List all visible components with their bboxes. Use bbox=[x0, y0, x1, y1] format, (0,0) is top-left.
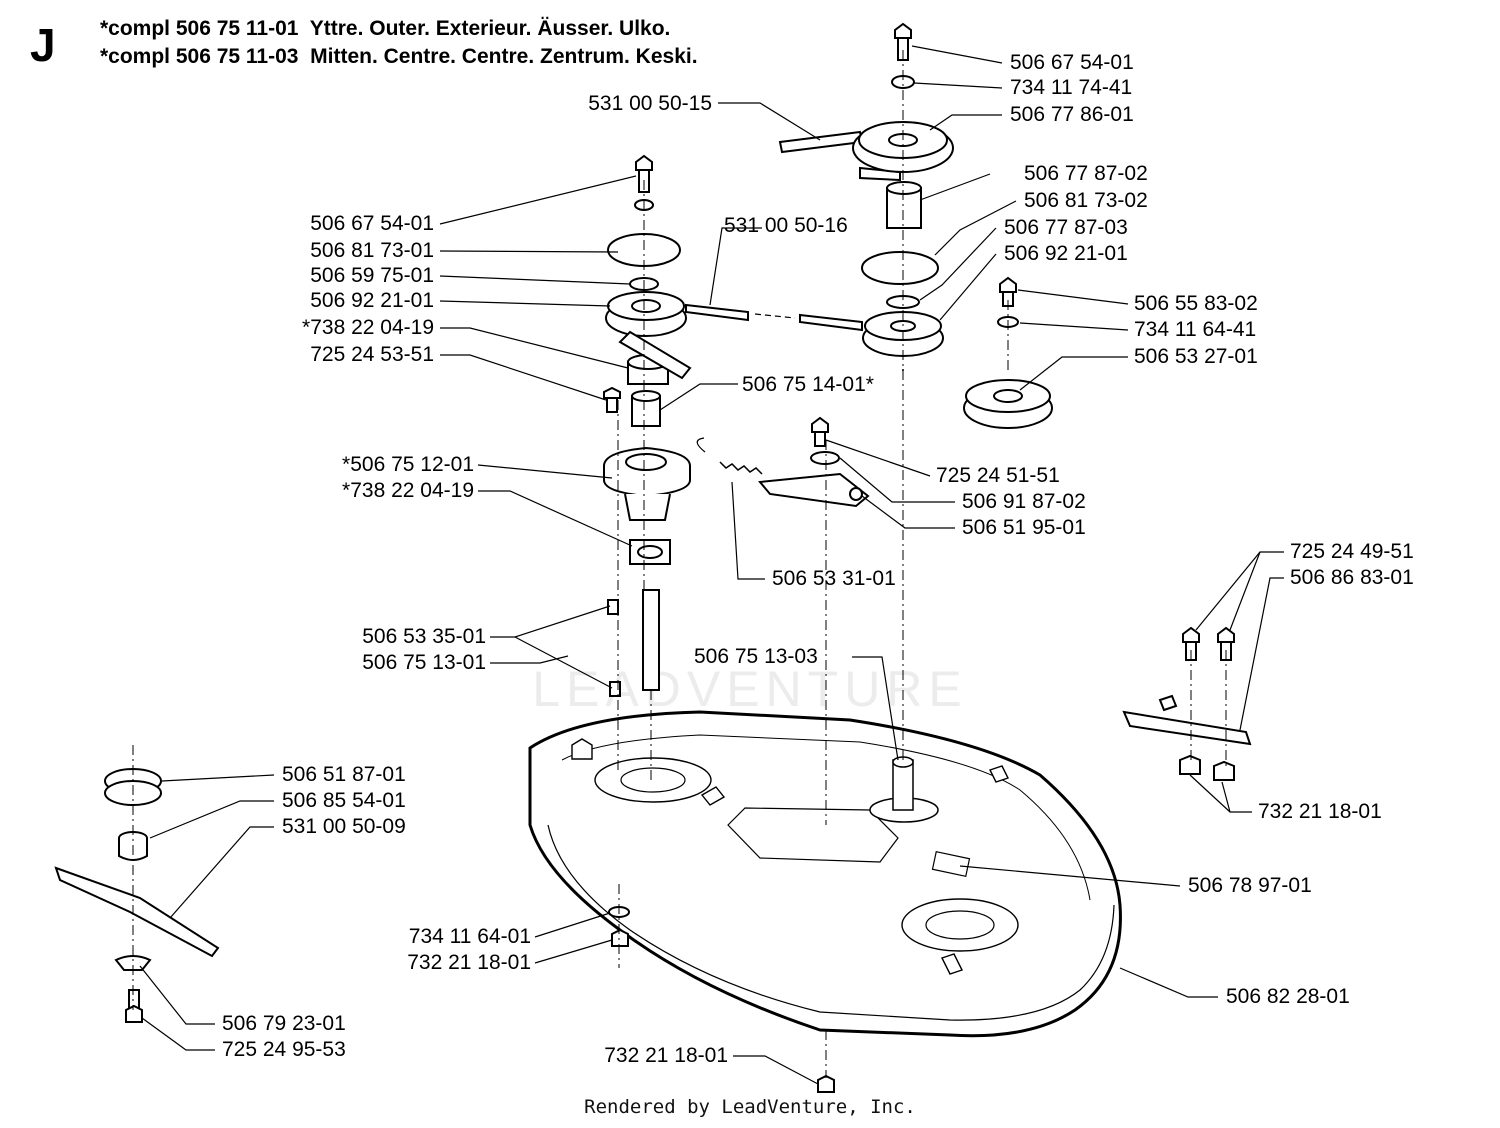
part-label[interactable]: 531 00 50-09 bbox=[282, 815, 406, 838]
part-label[interactable]: 506 78 97-01 bbox=[1188, 874, 1312, 897]
part-label[interactable]: 506 75 13-01 bbox=[362, 651, 486, 674]
part-label[interactable]: 506 53 31-01 bbox=[772, 567, 896, 590]
part-label[interactable]: 506 85 54-01 bbox=[282, 789, 406, 812]
part-label[interactable]: 506 67 54-01 bbox=[310, 212, 434, 235]
part-label[interactable]: 506 92 21-01 bbox=[1004, 242, 1128, 265]
part-label[interactable]: 506 67 54-01 bbox=[1010, 51, 1134, 74]
part-label[interactable]: 506 75 14-01* bbox=[742, 373, 874, 396]
blade-assembly bbox=[54, 768, 220, 1023]
part-label[interactable]: 506 81 73-02 bbox=[1024, 189, 1148, 212]
mower-deck-housing bbox=[528, 710, 1122, 1038]
part-label[interactable]: 531 00 50-16 bbox=[724, 214, 848, 237]
part-label[interactable]: 506 91 87-02 bbox=[962, 490, 1086, 513]
part-label[interactable]: 732 21 18-01 bbox=[604, 1044, 728, 1067]
centerlines bbox=[132, 50, 1227, 1078]
part-label[interactable]: *738 22 04-19 bbox=[302, 316, 434, 339]
part-label[interactable]: 506 75 13-03 bbox=[694, 645, 818, 668]
part-label[interactable]: 725 24 95-53 bbox=[222, 1038, 346, 1061]
part-label[interactable]: 506 81 73-01 bbox=[310, 239, 434, 262]
part-label[interactable]: 725 24 49-51 bbox=[1290, 540, 1414, 563]
idler-pulley bbox=[963, 276, 1053, 429]
part-label[interactable]: 734 11 64-41 bbox=[1134, 318, 1257, 341]
part-label[interactable]: 506 51 87-01 bbox=[282, 763, 406, 786]
part-label[interactable]: 506 82 28-01 bbox=[1226, 985, 1350, 1008]
render-credit: Rendered by LeadVenture, Inc. bbox=[584, 1096, 916, 1118]
part-label[interactable]: 506 59 75-01 bbox=[310, 264, 434, 287]
part-label[interactable]: 506 53 35-01 bbox=[362, 625, 486, 648]
part-label[interactable]: 734 11 64-01 bbox=[408, 925, 531, 948]
part-label[interactable]: *738 22 04-19 bbox=[342, 479, 474, 502]
part-label[interactable]: 506 92 21-01 bbox=[310, 289, 434, 312]
left-spindle-assembly bbox=[603, 154, 691, 697]
part-label[interactable]: 506 51 95-01 bbox=[962, 516, 1086, 539]
section-letter: J bbox=[30, 19, 56, 71]
marker-dot bbox=[902, 369, 904, 371]
part-label[interactable]: 506 77 87-02 bbox=[1024, 162, 1148, 185]
part-label[interactable]: 531 00 50-15 bbox=[588, 92, 712, 115]
mounting-bracket bbox=[1122, 626, 1252, 781]
part-label[interactable]: 506 79 23-01 bbox=[222, 1012, 346, 1035]
part-label[interactable]: *506 75 12-01 bbox=[342, 453, 474, 476]
part-label[interactable]: 506 77 86-01 bbox=[1010, 103, 1134, 126]
part-label[interactable]: 506 86 83-01 bbox=[1290, 566, 1414, 589]
tensioner-arm bbox=[696, 416, 870, 508]
part-label[interactable]: 732 21 18-01 bbox=[1258, 800, 1382, 823]
assembly-heading-centre: *compl 506 75 11-03 Mitten. Centre. Cent… bbox=[100, 45, 698, 68]
part-label[interactable]: 506 55 83-02 bbox=[1134, 292, 1258, 315]
part-label[interactable]: 725 24 53-51 bbox=[310, 343, 434, 366]
part-label[interactable]: 506 77 87-03 bbox=[1004, 216, 1128, 239]
belts bbox=[618, 130, 901, 380]
leader-lines bbox=[139, 45, 1284, 1085]
part-label[interactable]: 734 11 74-41 bbox=[1010, 76, 1133, 99]
assembly-heading-outer: *compl 506 75 11-01 Yttre. Outer. Exteri… bbox=[100, 17, 671, 40]
part-label[interactable]: 725 24 51-51 bbox=[936, 464, 1060, 487]
part-label[interactable]: 732 21 18-01 bbox=[407, 951, 531, 974]
part-label[interactable]: 506 53 27-01 bbox=[1134, 345, 1258, 368]
